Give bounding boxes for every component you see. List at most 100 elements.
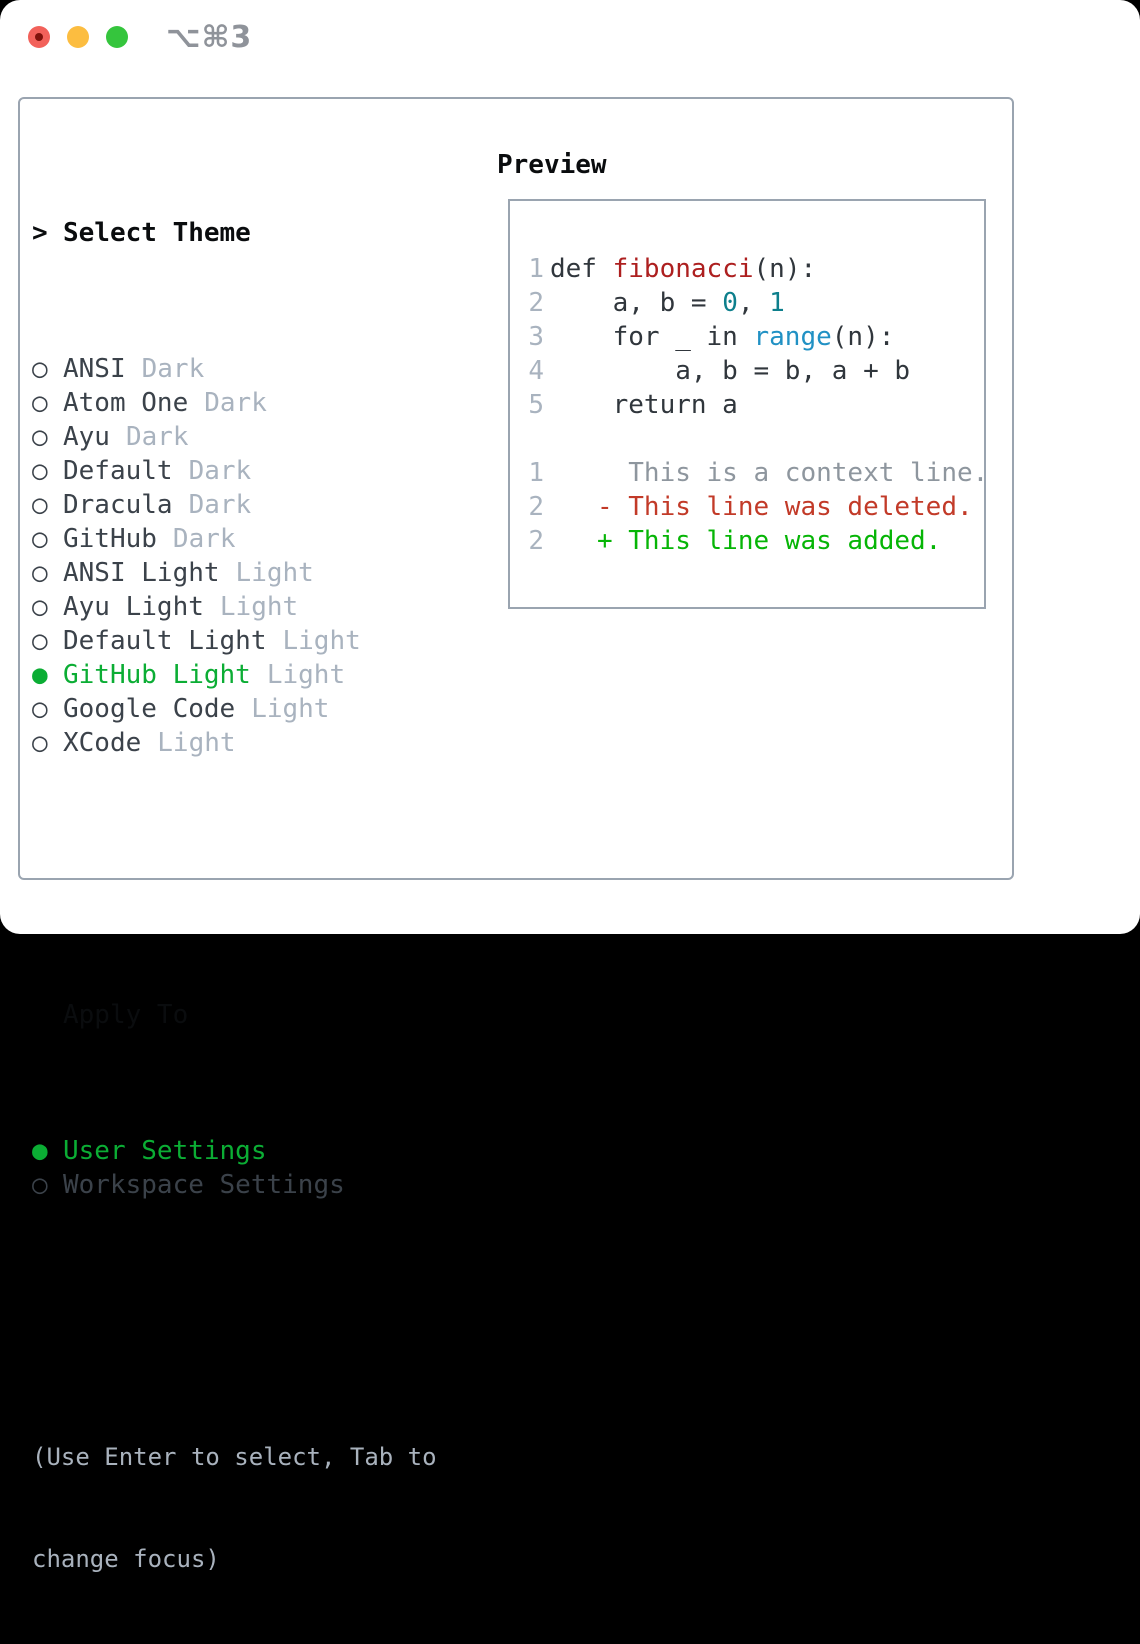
code-segment-code: for _ in <box>550 322 754 352</box>
radio-unselected-icon: ○ <box>32 354 48 384</box>
theme-variant: Dark <box>172 524 236 554</box>
theme-name: GitHub <box>63 524 157 554</box>
theme-name: Ayu Light <box>63 592 204 622</box>
theme-variant: Dark <box>141 354 205 384</box>
close-button[interactable] <box>28 26 50 48</box>
theme-name: XCode <box>63 728 142 758</box>
theme-variant: Dark <box>188 490 252 520</box>
apply-option-workspace-settings[interactable]: ○ Workspace Settings <box>32 1168 492 1202</box>
code-segment-builtin: range <box>753 322 832 352</box>
preview-line: 2 - This line was deleted. <box>526 490 976 524</box>
theme-name: Atom One <box>63 388 189 418</box>
line-number: 1 <box>528 458 544 488</box>
theme-option-github-light[interactable]: ● GitHub Light Light <box>32 658 492 692</box>
code-segment-code: return a <box>550 390 738 420</box>
radio-unselected-icon: ○ <box>32 422 48 452</box>
radio-unselected-icon: ○ <box>32 694 48 724</box>
radio-unselected-icon: ○ <box>32 728 48 758</box>
theme-option-xcode[interactable]: ○ XCode Light <box>32 726 492 760</box>
line-number: 2 <box>528 288 544 318</box>
window-title-shortcut: ⌥⌘3 <box>166 20 253 55</box>
preview-line: 3 for _ in range(n): <box>526 320 976 354</box>
theme-variant: Dark <box>125 422 189 452</box>
apply-to-label: Apply To <box>63 1000 189 1030</box>
code-segment-code: (n): <box>831 322 895 352</box>
line-number: 2 <box>528 492 544 522</box>
theme-dialog-panel <box>18 97 1014 880</box>
code-segment-code: def <box>550 254 613 284</box>
theme-option-ayu[interactable]: ○ Ayu Dark <box>32 420 492 454</box>
apply-option-user-settings[interactable]: ● User Settings <box>32 1134 492 1168</box>
code-segment-code: a, b = b, a + b <box>550 356 911 386</box>
radio-unselected-icon: ○ <box>32 388 48 418</box>
preview-line: 1 This is a context line. <box>526 456 984 490</box>
line-number: 2 <box>528 526 544 556</box>
theme-variant: Light <box>235 558 314 588</box>
code-segment-context: This is a context line. <box>550 458 986 488</box>
code-segment-number: 0 <box>722 288 738 318</box>
prompt-icon: > <box>32 218 48 248</box>
preview-line <box>526 422 976 456</box>
apply-option-label: Workspace Settings <box>63 1170 345 1200</box>
preview-title: Preview <box>497 150 607 180</box>
line-number: 5 <box>528 390 544 420</box>
theme-variant: Light <box>251 694 330 724</box>
hint-line-1: (Use Enter to select, Tab to <box>32 1443 437 1471</box>
code-segment-function: fibonacci <box>612 254 754 284</box>
theme-option-ansi-light[interactable]: ○ ANSI Light Light <box>32 556 492 590</box>
line-number: 4 <box>528 356 544 386</box>
theme-name: ANSI <box>63 354 126 384</box>
radio-unselected-icon: ○ <box>32 558 48 588</box>
apply-option-label: User Settings <box>63 1136 267 1166</box>
apply-to-list: ● User Settings ○ Workspace Settings <box>32 1134 492 1202</box>
radio-selected-icon: ● <box>32 1136 48 1166</box>
code-segment-code: a, b = <box>550 288 723 318</box>
radio-unselected-icon: ○ <box>32 626 48 656</box>
theme-name: Ayu <box>63 422 110 452</box>
radio-unselected-icon: ○ <box>32 592 48 622</box>
theme-option-dracula[interactable]: ○ Dracula Dark <box>32 488 492 522</box>
spacer <box>32 862 492 896</box>
theme-variant: Light <box>157 728 236 758</box>
preview-line: 5 return a <box>526 388 976 422</box>
radio-selected-icon: ● <box>32 660 48 690</box>
theme-name: Dracula <box>63 490 173 520</box>
radio-unselected-icon: ○ <box>32 490 48 520</box>
theme-name: Default Light <box>63 626 267 656</box>
minimize-button[interactable] <box>67 26 89 48</box>
theme-name: GitHub Light <box>63 660 251 690</box>
theme-option-default-light[interactable]: ○ Default Light Light <box>32 624 492 658</box>
radio-unselected-icon: ○ <box>32 456 48 486</box>
theme-option-github[interactable]: ○ GitHub Dark <box>32 522 492 556</box>
theme-name: ANSI Light <box>63 558 220 588</box>
hint-line-2: change focus) <box>32 1545 220 1573</box>
preview-line: 2 a, b = 0, 1 <box>526 286 976 320</box>
theme-option-google-code[interactable]: ○ Google Code Light <box>32 692 492 726</box>
code-segment-code: (n): <box>753 254 817 284</box>
theme-variant: Light <box>266 660 346 690</box>
select-theme-title: Select Theme <box>63 218 251 248</box>
close-dot-icon <box>35 33 43 41</box>
radio-unselected-icon: ○ <box>32 524 48 554</box>
select-theme-header: > Select Theme <box>32 216 492 250</box>
code-segment-added: + This line was added. <box>550 526 942 556</box>
theme-variant: Dark <box>188 456 252 486</box>
maximize-button[interactable] <box>106 26 128 48</box>
code-segment-code: , <box>737 288 770 318</box>
code-segment-number: 1 <box>769 288 785 318</box>
theme-variant: Light <box>282 626 361 656</box>
theme-option-atom-one[interactable]: ○ Atom One Dark <box>32 386 492 420</box>
theme-name: Google Code <box>63 694 236 724</box>
radio-unselected-icon: ○ <box>32 1170 48 1200</box>
line-number: 3 <box>528 322 544 352</box>
theme-option-ansi[interactable]: ○ ANSI Dark <box>32 352 492 386</box>
theme-variant: Dark <box>204 388 267 418</box>
preview-line: 4 a, b = b, a + b <box>526 354 976 388</box>
